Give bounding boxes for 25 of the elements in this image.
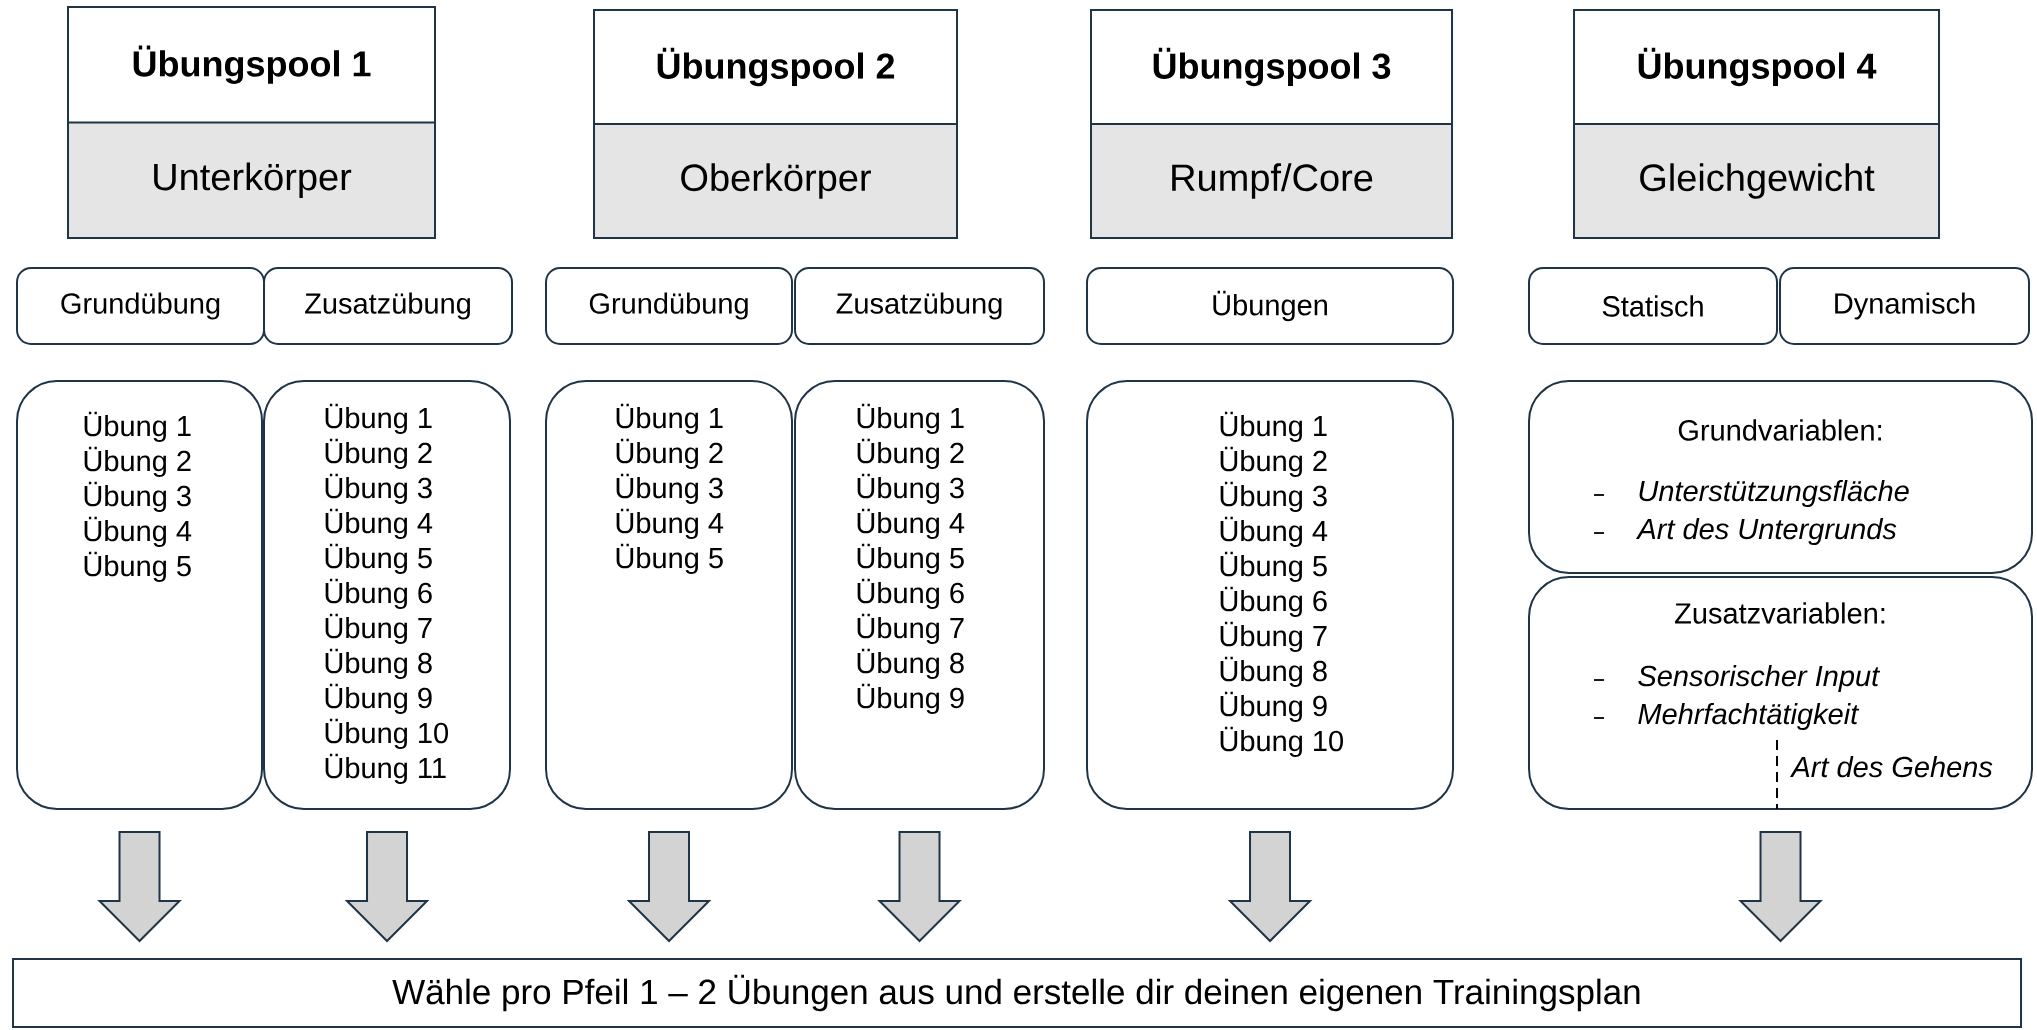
category-box: Grundübung: [545, 267, 793, 345]
exercise-list-box: Übung 1 Übung 2 Übung 3 Übung 4 Übung 5 Übung 6 Übung 7 Übung 8 Übung 9: [794, 380, 1045, 810]
category-box: Übungen: [1086, 267, 1454, 345]
arrow: [626, 831, 712, 943]
category-box: Dynamisch: [1779, 267, 2030, 345]
arrow: [1738, 831, 1823, 943]
arrow: [1227, 831, 1313, 943]
category-box: Grundübung: [16, 267, 265, 345]
variables-box: Grundvariablen: Unterstützungsfläche Art des Untergrunds: [1528, 380, 2034, 574]
pool-header-box: Übungspool 3 Rumpf/Core: [1090, 9, 1453, 239]
pool-header-box: Übungspool 1 Unterkörper: [67, 6, 436, 239]
exercise-list-box: Übung 1 Übung 2 Übung 3 Übung 4 Übung 5: [545, 380, 793, 810]
arrow: [344, 831, 430, 943]
exercise-list-box: Übung 1 Übung 2 Übung 3 Übung 4 Übung 5 Übung 6 Übung 7 Übung 8 Übung 9 Übung 10 Übung 11: [263, 380, 511, 810]
arrow: [97, 831, 182, 943]
pool-header-box: Übungspool 4 Gleichgewicht: [1573, 9, 1940, 239]
exercise-list-box: Übung 1 Übung 2 Übung 3 Übung 4 Übung 5: [16, 380, 263, 810]
variables-box: Zusatzvariablen: Sensorischer Input Mehrfachtätigkeit Art des Gehens: [1528, 576, 2034, 810]
pool-header-box: Übungspool 2 Oberkörper: [593, 9, 958, 239]
category-box: Statisch: [1528, 267, 1778, 345]
category-box: Zusatzübung: [263, 267, 513, 345]
arrow: [877, 831, 962, 943]
category-box: Zusatzübung: [794, 267, 1045, 345]
instruction-box: Wähle pro Pfeil 1 – 2 Übungen aus und erstelle dir deinen eigenen Trainingsplan: [12, 958, 2022, 1028]
exercise-list-box: Übung 1 Übung 2 Übung 3 Übung 4 Übung 5 Übung 6 Übung 7 Übung 8 Übung 9 Übung 10: [1086, 380, 1454, 810]
